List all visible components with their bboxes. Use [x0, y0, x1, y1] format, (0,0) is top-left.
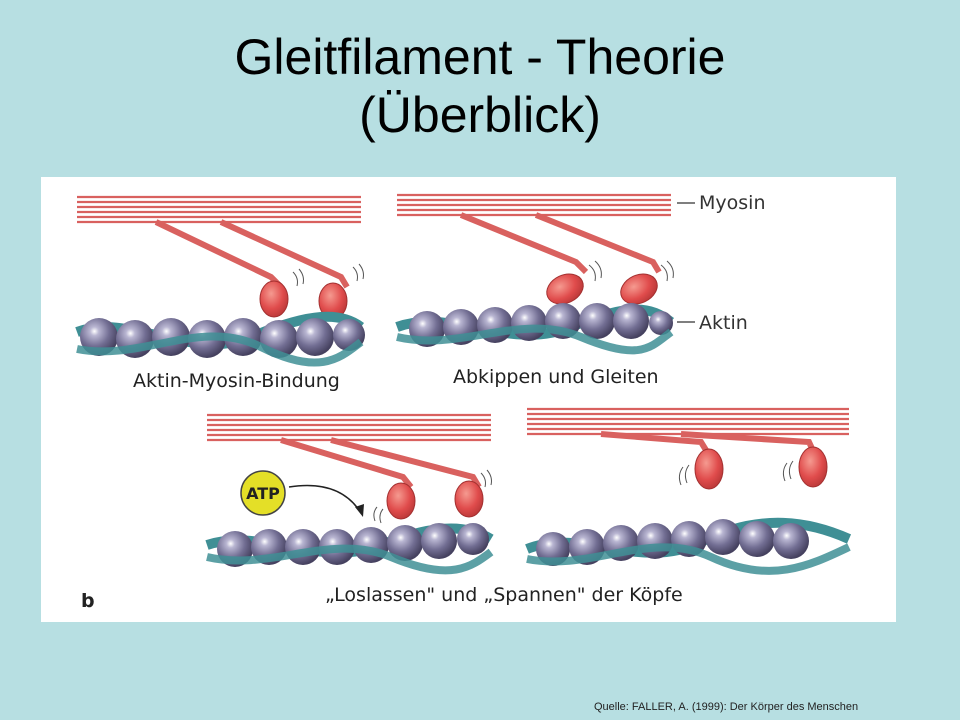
myosin-heads — [154, 219, 364, 320]
panel-spannen — [525, 407, 852, 575]
atp-molecule: ATP — [240, 470, 364, 517]
myosin-heads — [600, 431, 828, 490]
slide-title-line-2: (Überblick) — [359, 87, 601, 143]
slide-title-line-1: Gleitfilament - Theorie — [234, 29, 726, 85]
sliding-filament-figure: Aktin-Myosin-Bindung — [41, 177, 896, 622]
myosin-filament — [397, 193, 671, 217]
myosin-heads — [459, 212, 674, 305]
slide-title: Gleitfilament - Theorie (Überblick) — [0, 28, 960, 144]
myosin-heads — [280, 437, 492, 524]
myosin-filament — [77, 195, 361, 224]
label-myosin: Myosin — [699, 192, 765, 214]
source-citation: Quelle: FALLER, A. (1999): Der Körper de… — [594, 701, 859, 713]
label-aktin: Aktin — [699, 312, 748, 334]
myosin-filament — [527, 407, 849, 436]
panel-aktin-myosin-bindung: Aktin-Myosin-Bindung — [75, 195, 365, 392]
panel-abkippen-und-gleiten: Abkippen und Gleiten — [395, 193, 674, 388]
structure-labels: Myosin Aktin — [677, 192, 765, 334]
actin-filament — [395, 303, 674, 355]
caption-loslassen-spannen: „Loslassen" und „Spannen" der Köpfe — [325, 584, 683, 606]
actin-filament — [75, 311, 365, 367]
caption-abkippen-und-gleiten: Abkippen und Gleiten — [453, 366, 659, 388]
actin-filament — [205, 523, 494, 575]
atp-label: ATP — [246, 484, 280, 503]
panel-loslassen: ATP — [205, 413, 494, 575]
myosin-filament — [207, 413, 491, 442]
caption-aktin-myosin-bindung: Aktin-Myosin-Bindung — [133, 370, 340, 392]
figure-svg: Aktin-Myosin-Bindung — [75, 192, 852, 612]
panel-letter-b: b — [81, 590, 95, 612]
actin-filament — [525, 517, 852, 575]
